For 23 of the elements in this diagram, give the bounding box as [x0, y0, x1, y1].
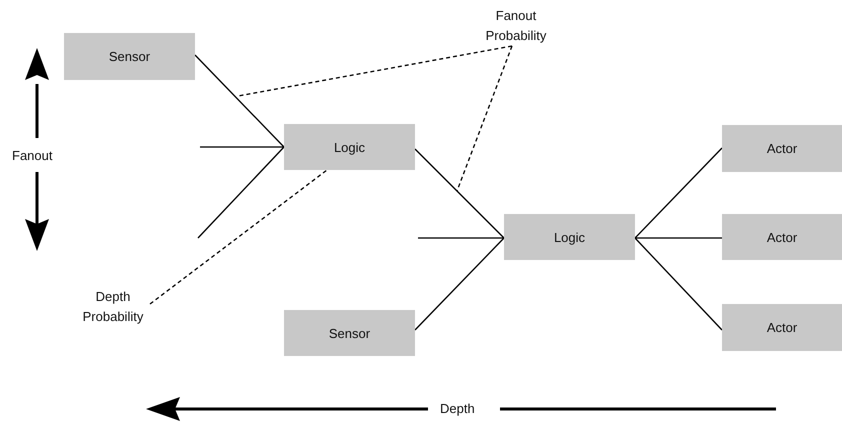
axis-label: Fanout	[12, 148, 52, 163]
annotation-text: Fanout Probability	[466, 6, 566, 46]
connector-line	[198, 146, 284, 238]
connector-line	[634, 238, 722, 330]
process-box: Sensor	[284, 310, 415, 356]
annotation-text: Depth Probability	[74, 287, 152, 327]
leader-line	[238, 45, 512, 97]
connector-line	[418, 237, 504, 239]
connector-line	[414, 238, 504, 330]
axis-label: Depth	[440, 401, 475, 416]
process-box: Actor	[722, 304, 842, 351]
process-box: Logic	[284, 124, 415, 170]
connector-line	[635, 237, 722, 239]
process-box: Actor	[722, 214, 842, 260]
connector-line	[194, 54, 284, 148]
connector-line	[414, 148, 504, 238]
leader-line	[456, 46, 513, 192]
connector-line	[634, 148, 722, 238]
process-box: Actor	[722, 125, 842, 172]
process-box: Logic	[504, 214, 635, 260]
leader-line	[150, 169, 328, 305]
process-box: Sensor	[64, 33, 195, 80]
connector-line	[200, 146, 284, 148]
